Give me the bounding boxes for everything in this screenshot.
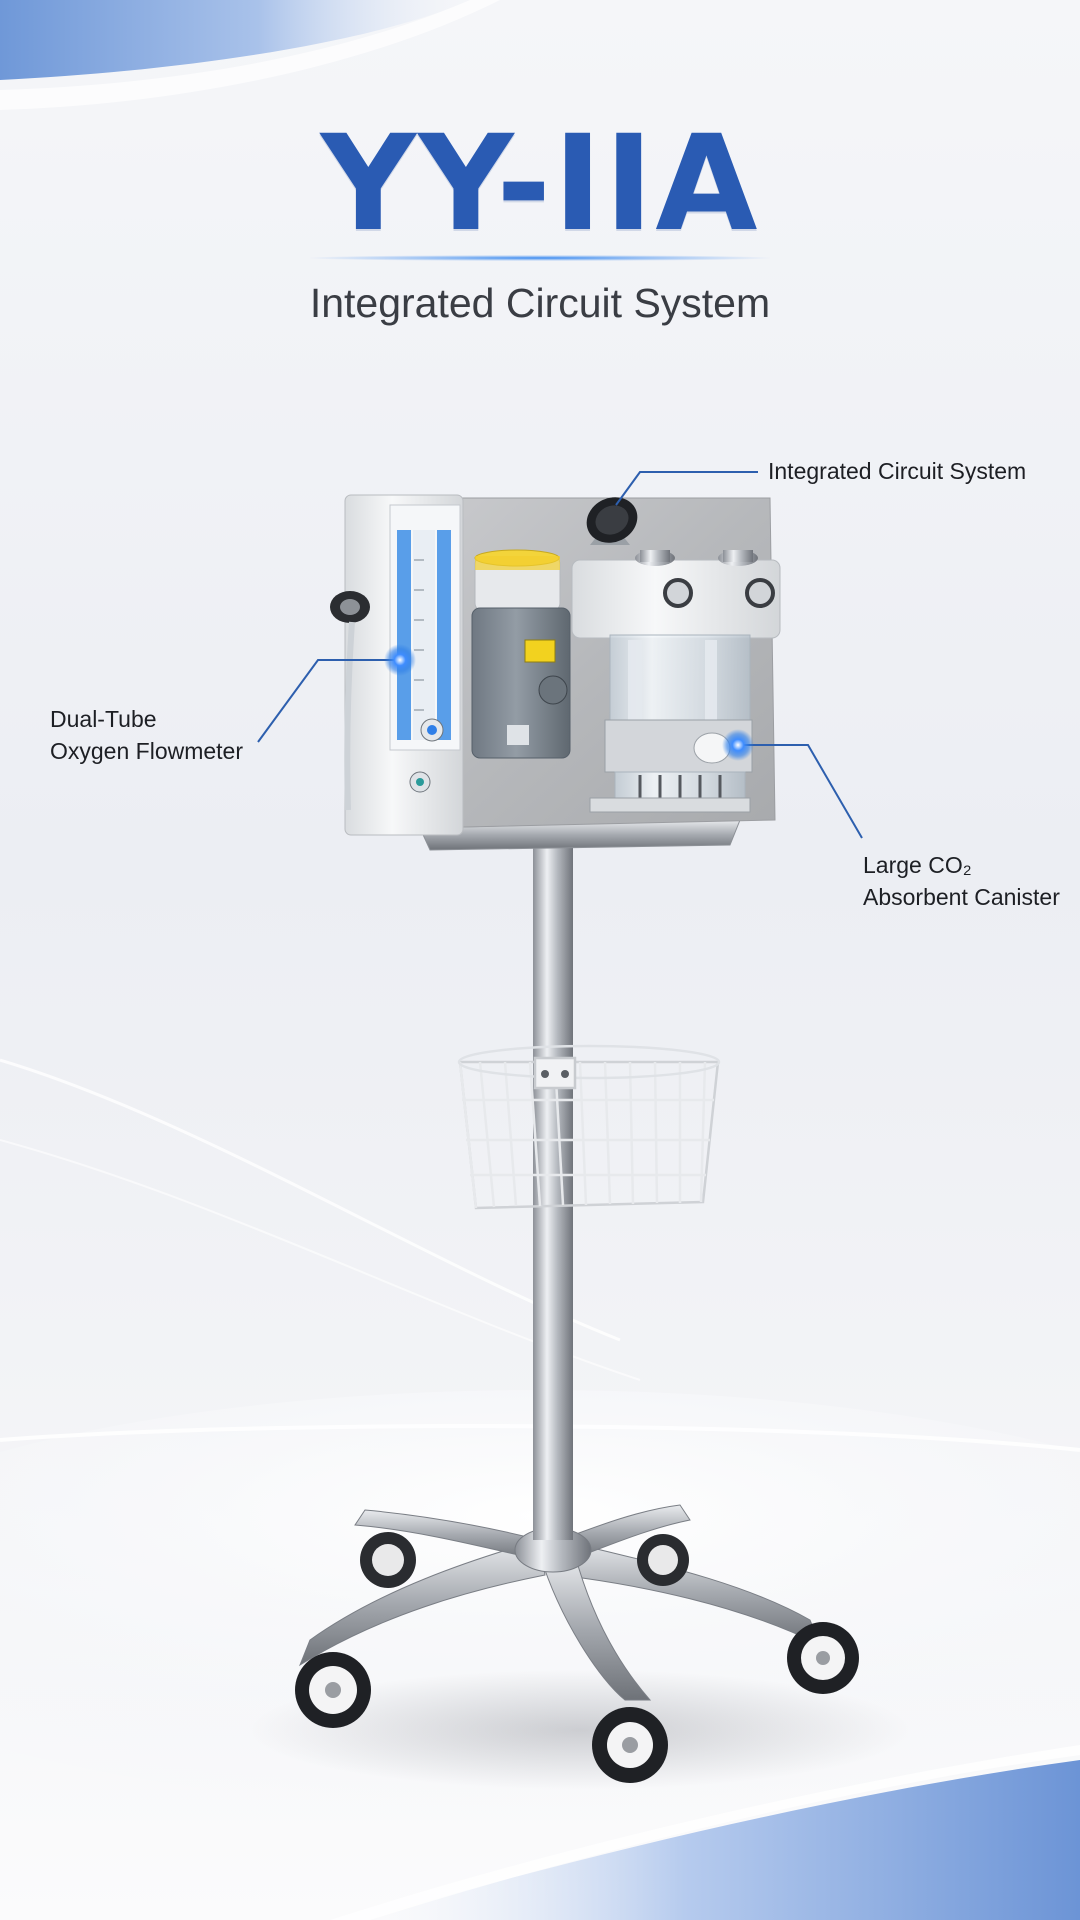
caster-right-back — [637, 1534, 689, 1586]
marker-flowmeter — [384, 644, 416, 676]
vaporizer — [471, 549, 571, 759]
flow-tube-right — [437, 530, 451, 740]
absorber-assembly — [571, 550, 781, 813]
bottom-swoosh-highlight — [330, 1745, 1080, 1920]
top-swoosh — [0, 0, 470, 80]
callout-leaders — [257, 471, 863, 839]
leader-flowmeter — [257, 659, 400, 743]
caster-left-front — [295, 1652, 371, 1728]
product-subtitle: Integrated Circuit System — [309, 280, 771, 326]
callout-flowmeter-line1: Dual-Tube — [50, 706, 157, 732]
callout-oxygen-flowmeter: Dual-Tube Oxygen Flowmeter — [50, 703, 243, 767]
pressure-gauge — [586, 497, 638, 545]
floor-horizon — [0, 1424, 1080, 1452]
flow-tube-left — [397, 530, 411, 740]
marker-canister — [722, 729, 754, 761]
caster-left-back — [360, 1532, 416, 1588]
product-model-title: YY-IIA — [320, 107, 760, 261]
callout-canister-line2: Absorbent Canister — [863, 884, 1060, 910]
casters — [295, 1532, 859, 1783]
caster-right-front — [787, 1622, 859, 1694]
leader-circuit — [615, 471, 758, 506]
wire-basket — [457, 1044, 721, 1210]
floor-shadow — [250, 1670, 910, 1790]
callout-canister-line1: Large CO₂ — [863, 852, 972, 878]
caster-center-front — [592, 1707, 668, 1783]
top-swoosh-highlight — [0, 0, 500, 110]
callout-circuit-label: Integrated Circuit System — [768, 458, 1027, 484]
callout-integrated-circuit: Integrated Circuit System — [768, 455, 1026, 487]
leader-canister — [738, 744, 863, 839]
bottom-swoosh — [360, 1760, 1080, 1920]
title-glow-rule — [310, 255, 770, 261]
callout-flowmeter-line2: Oxygen Flowmeter — [50, 738, 244, 764]
callout-co2-canister: Large CO₂ Absorbent Canister — [863, 849, 1060, 913]
